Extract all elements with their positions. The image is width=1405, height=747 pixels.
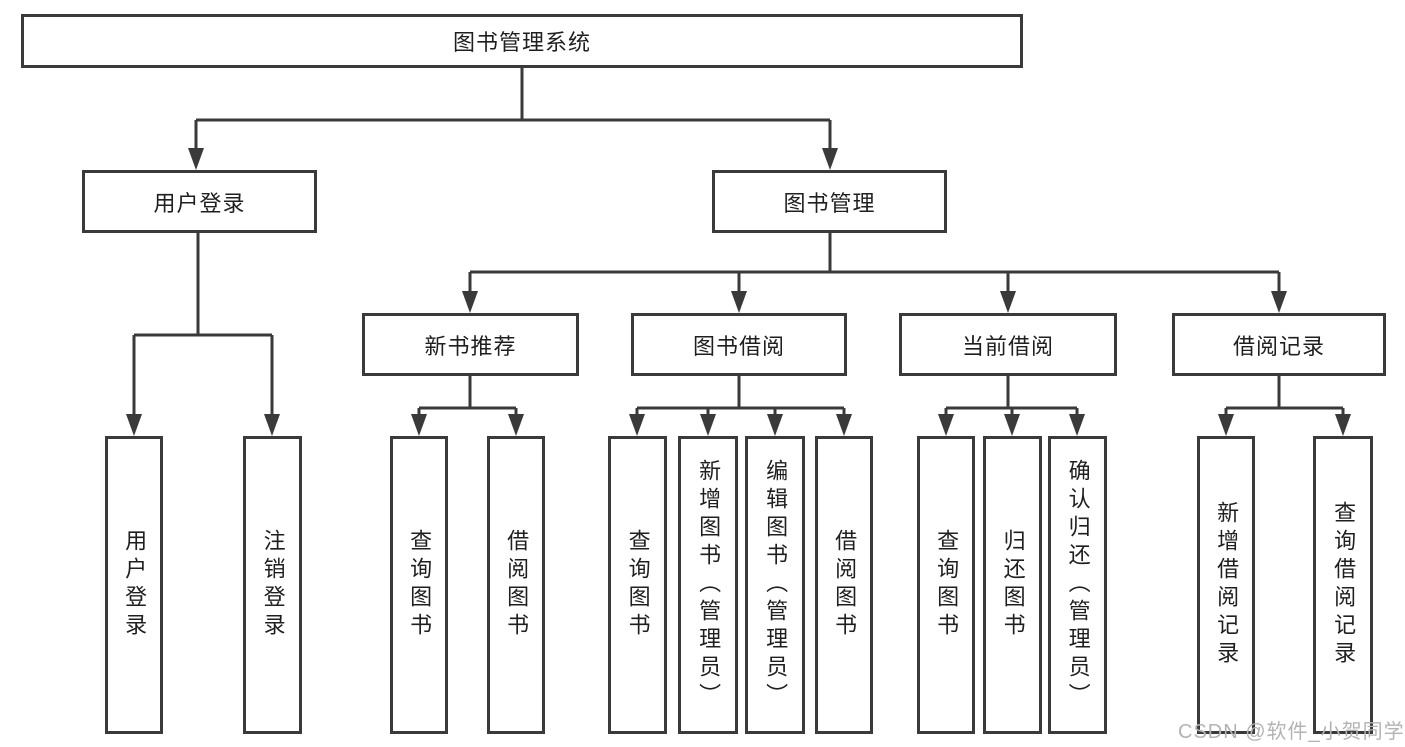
leaf-confirm-return-admin: 确认归还（管理员） (1048, 436, 1107, 734)
leaf-borrow-books: 借阅图书 (815, 436, 873, 734)
csdn-watermark: CSDN @软件_小贺同学 (1178, 721, 1405, 743)
node-label: 确认归还（管理员） (1065, 459, 1091, 711)
leaf-add-borrow-record: 新增借阅记录 (1197, 436, 1255, 734)
node-label: 查询借阅记录 (1331, 501, 1357, 669)
node-book-management: 图书管理 (712, 170, 947, 233)
node-label: 查询图书 (625, 529, 651, 641)
node-label: 归还图书 (1000, 529, 1026, 641)
leaf-query-books-newbook: 查询图书 (390, 436, 448, 734)
node-label: 借阅图书 (504, 529, 530, 641)
node-new-book-recommendation: 新书推荐 (362, 313, 579, 376)
node-label: 查询图书 (407, 529, 433, 641)
node-label: 新书推荐 (424, 333, 517, 359)
node-label: 注销登录 (260, 529, 286, 641)
node-borrowing-records: 借阅记录 (1172, 313, 1386, 376)
arrowheads (126, 148, 1351, 436)
node-root-library-management-system: 图书管理系统 (21, 14, 1023, 68)
node-label: 图书管理 (783, 190, 876, 216)
leaf-query-borrow-record: 查询借阅记录 (1313, 436, 1373, 734)
leaf-query-books-borrow: 查询图书 (608, 436, 667, 734)
node-label: 新增图书（管理员） (696, 459, 722, 711)
node-current-borrowing: 当前借阅 (899, 313, 1117, 376)
node-label: 用户登录 (153, 190, 246, 216)
leaf-borrow-books-newbook: 借阅图书 (487, 436, 545, 734)
leaf-edit-books-admin: 编辑图书（管理员） (745, 436, 805, 734)
leaf-query-books-current: 查询图书 (917, 436, 975, 734)
leaf-user-login: 用户登录 (105, 436, 163, 734)
leaf-add-books-admin: 新增图书（管理员） (678, 436, 738, 734)
node-label: 借阅记录 (1232, 333, 1325, 359)
node-label: 当前借阅 (961, 333, 1054, 359)
connector-paths (132, 68, 1345, 418)
node-label: 编辑图书（管理员） (763, 459, 789, 711)
node-user-login: 用户登录 (82, 170, 317, 233)
node-label: 图书管理系统 (452, 30, 591, 55)
node-label: 新增借阅记录 (1214, 501, 1240, 669)
leaf-return-books: 归还图书 (983, 436, 1042, 734)
node-label: 借阅图书 (832, 529, 858, 641)
node-book-borrowing: 图书借阅 (631, 313, 847, 376)
node-label: 查询图书 (934, 529, 960, 641)
leaf-logout: 注销登录 (243, 436, 302, 734)
node-label: 用户登录 (122, 529, 148, 641)
node-label: 图书借阅 (692, 333, 785, 359)
